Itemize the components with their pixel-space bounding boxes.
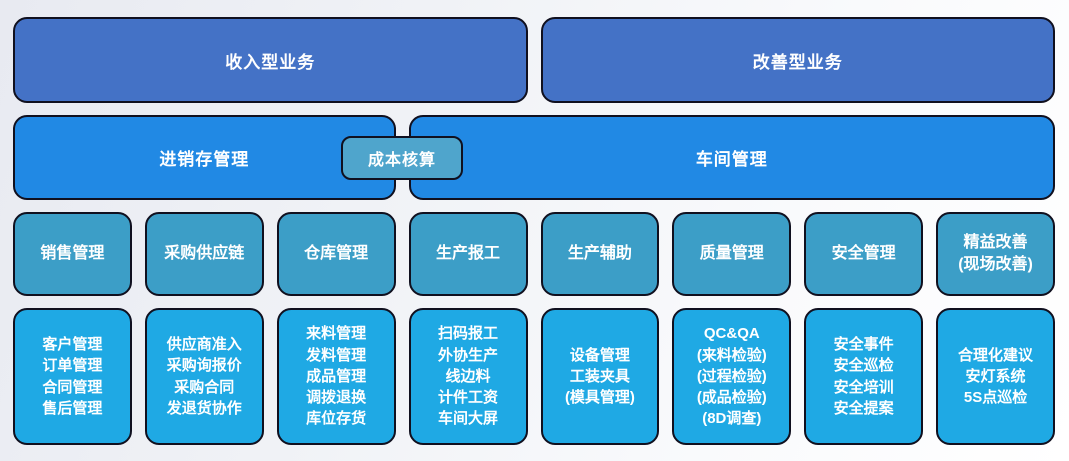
category-quality: 质量管理 <box>672 212 792 296</box>
header-improvement-business-label: 改善型业务 <box>752 52 843 72</box>
details-quality-list: QC&QA (来料检验) (过程检验) (成品检验) (8D调查) <box>696 325 767 428</box>
cost-accounting-badge-label: 成本核算 <box>367 152 436 169</box>
band-inventory-management: 进销存管理 <box>13 115 396 200</box>
details-production-reporting: 扫码报工 外协生产 线边料 计件工资 车间大屏 <box>408 308 528 445</box>
category-lean-improvement-label: 精益改善 (现场改善) <box>958 234 1033 273</box>
details-safety-list: 安全事件 安全巡检 安全培训 安全提案 <box>833 335 894 417</box>
category-warehouse: 仓库管理 <box>276 212 396 296</box>
category-production-reporting-label: 生产报工 <box>436 245 501 263</box>
category-warehouse-label: 仓库管理 <box>304 245 369 263</box>
category-production-support: 生产辅助 <box>540 212 660 296</box>
header-improvement-business: 改善型业务 <box>540 17 1055 103</box>
category-procurement-supply-chain: 采购供应链 <box>144 212 264 296</box>
details-production-reporting-list: 扫码报工 外协生产 线边料 计件工资 车间大屏 <box>438 325 499 428</box>
details-warehouse-list: 来料管理 发料管理 成品管理 调拨退换 库位存货 <box>306 325 367 428</box>
category-production-support-label: 生产辅助 <box>567 245 632 263</box>
band-workshop-management-label: 车间管理 <box>695 150 768 169</box>
header-revenue-business-label: 收入型业务 <box>225 52 316 72</box>
details-sales-list: 客户管理 订单管理 合同管理 售后管理 <box>42 335 103 417</box>
details-procurement-supply-chain: 供应商准入 采购询报价 采购合同 发退货协作 <box>144 308 264 445</box>
category-procurement-supply-chain-label: 采购供应链 <box>164 245 245 263</box>
details-procurement-supply-chain-list: 供应商准入 采购询报价 采购合同 发退货协作 <box>166 335 242 417</box>
category-production-reporting: 生产报工 <box>408 212 528 296</box>
category-safety-label: 安全管理 <box>831 245 896 263</box>
category-sales-label: 销售管理 <box>40 245 105 263</box>
header-revenue-business: 收入型业务 <box>13 17 528 103</box>
details-production-support-list: 设备管理 工装夹具 (模具管理) <box>564 346 635 407</box>
band-inventory-management-label: 进销存管理 <box>159 150 250 169</box>
details-warehouse: 来料管理 发料管理 成品管理 调拨退换 库位存货 <box>276 308 396 445</box>
diagram-grid: 收入型业务 改善型业务 进销存管理 车间管理 销售管理 采购供应链 仓库管理 生… <box>13 17 1055 445</box>
details-production-support: 设备管理 工装夹具 (模具管理) <box>540 308 660 445</box>
category-lean-improvement: 精益改善 (现场改善) <box>936 212 1055 296</box>
details-safety: 安全事件 安全巡检 安全培训 安全提案 <box>804 308 924 445</box>
details-lean-improvement: 合理化建议 安灯系统 5S点巡检 <box>936 308 1055 445</box>
details-quality: QC&QA (来料检验) (过程检验) (成品检验) (8D调查) <box>672 308 792 445</box>
details-sales: 客户管理 订单管理 合同管理 售后管理 <box>13 308 132 445</box>
cost-accounting-badge: 成本核算 <box>341 136 463 180</box>
details-lean-improvement-list: 合理化建议 安灯系统 5S点巡检 <box>958 346 1034 407</box>
band-workshop-management: 车间管理 <box>408 115 1055 200</box>
category-sales: 销售管理 <box>13 212 132 296</box>
category-quality-label: 质量管理 <box>699 245 764 263</box>
category-safety: 安全管理 <box>804 212 924 296</box>
